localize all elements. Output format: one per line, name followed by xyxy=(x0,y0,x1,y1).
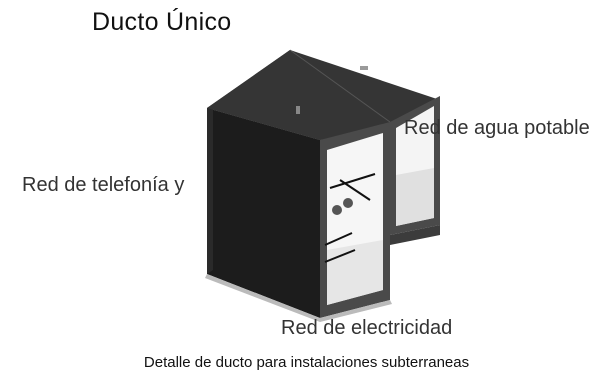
conduit-circle-1 xyxy=(332,205,342,215)
pipe-telefonia-2 xyxy=(339,179,371,201)
page-title: Ducto Único xyxy=(92,8,232,36)
label-red-electricidad: Red de electricidad xyxy=(281,317,453,339)
conduit-circle-2 xyxy=(343,198,353,208)
label-red-agua: Red de agua potable xyxy=(404,117,590,139)
duct-top-face-back xyxy=(207,50,440,140)
duct-base-shadow xyxy=(205,274,392,322)
lower-step-frame xyxy=(390,225,440,245)
top-slot-1 xyxy=(360,66,368,70)
top-slot-2 xyxy=(296,106,300,114)
duct-left-face-edge xyxy=(207,106,213,274)
pipe-electricidad-1 xyxy=(324,232,353,246)
duct-top-seam xyxy=(289,49,391,123)
pipe-telefonia-1 xyxy=(329,173,376,189)
label-red-telefonia: Red de telefonía y xyxy=(22,174,185,196)
upper-chamber-shade xyxy=(396,168,434,226)
figure-caption: Detalle de ducto para instalaciones subt… xyxy=(143,354,470,371)
pipe-electricidad-2 xyxy=(324,249,356,263)
duct-left-face xyxy=(207,108,320,318)
